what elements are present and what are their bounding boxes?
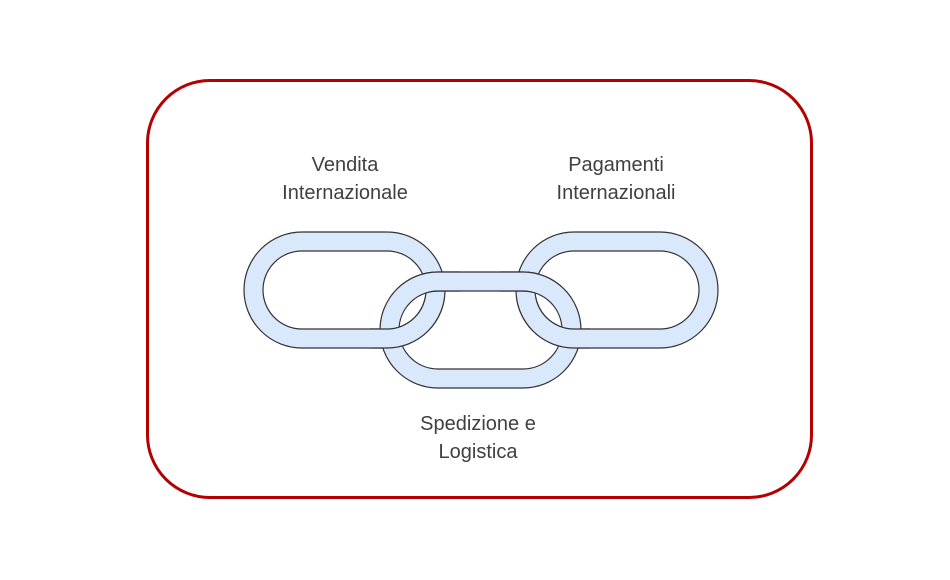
label-vendita-internazionale: Vendita Internazionale [235,151,455,207]
label-spedizione-line1: Spedizione e [420,413,536,435]
chain-link-middle-overlap [389,271,572,297]
label-spedizione-line2: Logistica [438,441,518,463]
chain-link-right [515,231,719,349]
label-pagamenti-line1: Pagamenti [568,154,664,176]
chain-link-side-overlap [370,297,590,349]
label-vendita-line1: Vendita [311,154,379,176]
label-vendita-line2: Internazionale [282,182,408,204]
label-pagamenti-internazionali: Pagamenti Internazionali [506,151,726,207]
label-spedizione-logistica: Spedizione e Logistica [368,410,588,466]
label-pagamenti-line2: Internazionali [556,182,676,204]
rounded-frame [146,79,813,499]
